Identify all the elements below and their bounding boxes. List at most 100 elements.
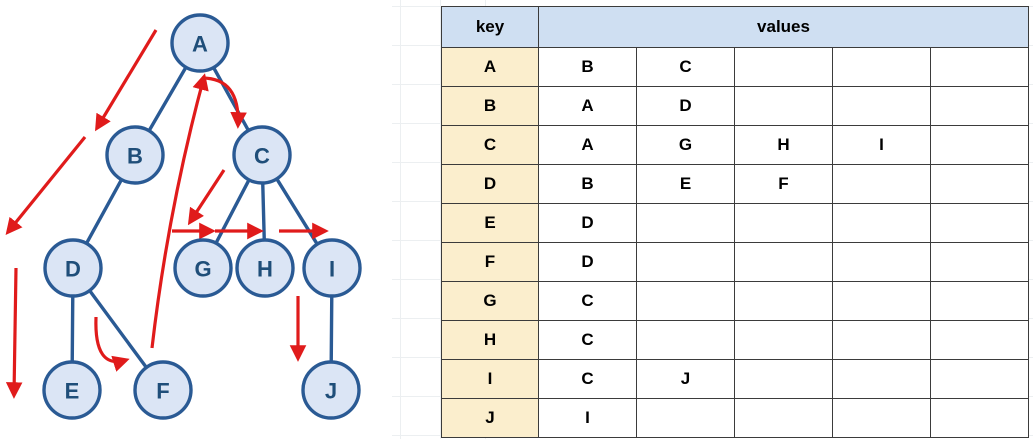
node-circle-e [42, 360, 102, 420]
node-circle-i [302, 238, 362, 298]
value-cell[interactable]: D [538, 242, 637, 282]
value-cell[interactable] [734, 281, 833, 321]
value-cell[interactable] [636, 320, 735, 360]
value-cell[interactable] [930, 320, 1029, 360]
graph-node-i[interactable]: I [302, 238, 362, 298]
key-cell-h[interactable]: H [441, 320, 539, 360]
value-cell[interactable]: A [538, 125, 637, 165]
value-cell[interactable] [636, 203, 735, 243]
key-cell-b[interactable]: B [441, 86, 539, 126]
value-cell[interactable]: C [538, 359, 637, 399]
graph-node-j[interactable]: J [301, 360, 361, 420]
value-cell[interactable] [832, 47, 931, 87]
graph-edge-a-b [146, 64, 189, 134]
value-cell[interactable]: H [734, 125, 833, 165]
node-label-d: D [65, 257, 81, 282]
sheet-column-gridline [400, 0, 401, 439]
value-cell[interactable] [930, 281, 1029, 321]
value-cell[interactable]: I [832, 125, 931, 165]
key-cell-a[interactable]: A [441, 47, 539, 87]
value-cell[interactable]: C [636, 47, 735, 87]
value-cell[interactable]: I [538, 398, 637, 438]
value-cell[interactable]: B [538, 47, 637, 87]
value-cell[interactable]: B [538, 164, 637, 204]
value-cell[interactable]: G [636, 125, 735, 165]
key-cell-d[interactable]: D [441, 164, 539, 204]
key-cell-j[interactable]: J [441, 398, 539, 438]
value-cell[interactable] [832, 164, 931, 204]
value-cell[interactable]: C [538, 320, 637, 360]
graph-node-c[interactable]: C [232, 125, 292, 185]
arrow-e-to-f [94, 316, 130, 372]
node-circle-f [133, 360, 193, 420]
value-cell[interactable] [930, 359, 1029, 399]
graph-edge-c-g [213, 177, 252, 246]
value-cell[interactable] [636, 242, 735, 282]
arrow-a-to-b [95, 29, 158, 132]
value-cell[interactable] [734, 86, 833, 126]
key-cell-g[interactable]: G [441, 281, 539, 321]
node-label-h: H [257, 257, 273, 282]
node-label-a: A [192, 32, 208, 57]
value-cell[interactable] [832, 86, 931, 126]
value-cell[interactable] [734, 320, 833, 360]
value-cell[interactable]: C [538, 281, 637, 321]
arrow-b-to-d [5, 135, 87, 235]
value-cell[interactable] [734, 398, 833, 438]
node-circle-a [170, 13, 230, 73]
graph-node-h[interactable]: H [235, 238, 295, 298]
value-cell[interactable] [930, 47, 1029, 87]
graph-node-b[interactable]: B [105, 125, 165, 185]
graph-edge-c-i [274, 176, 320, 247]
graph-edge-a-c [211, 64, 251, 134]
value-cell[interactable] [734, 47, 833, 87]
table-header-row: key values [441, 6, 1029, 48]
value-cell[interactable] [832, 359, 931, 399]
value-cell[interactable] [930, 125, 1029, 165]
value-cell[interactable] [734, 242, 833, 282]
graph-node-a[interactable]: A [170, 13, 230, 73]
value-cell[interactable]: J [636, 359, 735, 399]
node-label-c: C [254, 144, 270, 169]
value-cell[interactable] [930, 86, 1029, 126]
graph-traversal-arrows [5, 29, 329, 399]
value-cell[interactable]: D [538, 203, 637, 243]
key-cell-f[interactable]: F [441, 242, 539, 282]
value-cell[interactable]: D [636, 86, 735, 126]
value-cell[interactable] [832, 281, 931, 321]
value-cell[interactable]: E [636, 164, 735, 204]
value-cell[interactable] [832, 242, 931, 282]
value-cell[interactable] [930, 242, 1029, 282]
value-cell[interactable] [930, 398, 1029, 438]
value-cell[interactable]: F [734, 164, 833, 204]
value-cell[interactable] [930, 203, 1029, 243]
value-cell[interactable] [636, 398, 735, 438]
value-cell[interactable] [930, 164, 1029, 204]
value-cell[interactable] [734, 359, 833, 399]
graph-node-e[interactable]: E [42, 360, 102, 420]
node-circle-j [301, 360, 361, 420]
graph-node-g[interactable]: G [173, 238, 233, 298]
value-cell[interactable] [832, 320, 931, 360]
key-cell-e[interactable]: E [441, 203, 539, 243]
value-cell[interactable] [832, 398, 931, 438]
value-cell[interactable]: A [538, 86, 637, 126]
key-cell-c[interactable]: C [441, 125, 539, 165]
graph-node-d[interactable]: D [43, 238, 103, 298]
node-circle-d [43, 238, 103, 298]
key-cell-i[interactable]: I [441, 359, 539, 399]
graph-node-f[interactable]: F [133, 360, 193, 420]
value-cell[interactable] [734, 203, 833, 243]
value-cell[interactable] [832, 203, 931, 243]
node-circle-b [105, 125, 165, 185]
value-cell[interactable] [636, 281, 735, 321]
